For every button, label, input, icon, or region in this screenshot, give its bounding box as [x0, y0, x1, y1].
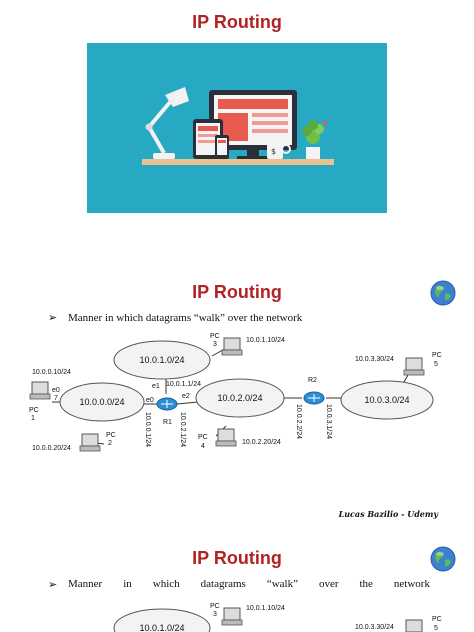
bullet-arrow-icon: ➢ — [48, 312, 58, 324]
word: datagrams — [200, 578, 246, 590]
pc-label-4-b: 4 — [201, 443, 205, 450]
pc-label-3-a: PC — [210, 333, 220, 340]
network-label-1: 10.0.1.0/24 — [139, 355, 184, 365]
pc-icon-1 — [29, 381, 51, 400]
addr-pc2: 10.0.0.20/24 — [32, 445, 71, 452]
pc-label-3-b: 3 — [213, 611, 217, 618]
word: network — [393, 578, 430, 590]
network-diagram-partial: 10.0.1.0/24 PC 3 10.0.1.10/24 PC 5 10.0.… — [113, 603, 442, 632]
network-diagram: 10.0.1.0/24 10.0.0.0/24 10.0.2.0/24 10.0… — [29, 333, 442, 452]
mug-icon: $ — [267, 141, 291, 159]
addr-pc3: 10.0.1.10/24 — [246, 337, 285, 344]
plant-icon — [302, 120, 327, 159]
slide-2-credit: Lucas Bazilio - Udemy — [338, 509, 438, 519]
pc-label-2-b: 2 — [108, 440, 112, 447]
slide-3: IP Routing ➢ Manner in which datagrams “… — [0, 532, 474, 632]
network-10-0-0-0 — [59, 382, 145, 422]
pc-label-5-b: 5 — [434, 625, 438, 632]
addr-r1-e2: 10.0.2.1/24 — [179, 412, 186, 447]
bullet-arrow-icon: ➢ — [48, 579, 58, 591]
network-10-0-3-0 — [340, 380, 434, 420]
slide-2: IP Routing ➢ Manner in which datagrams “w… — [0, 264, 474, 532]
word: over — [318, 578, 339, 590]
network-10-0-1-0 — [113, 608, 211, 632]
router-icon-r2 — [303, 391, 325, 405]
pc-label-1-b: 1 — [31, 415, 35, 422]
lamp-icon — [145, 87, 189, 159]
pc-label-5-a: PC — [432, 616, 442, 623]
slide-2-title: IP Routing — [192, 282, 282, 302]
phone-icon — [215, 135, 229, 159]
addr-pc3: 10.0.1.10/24 — [246, 605, 285, 612]
slide-3-title: IP Routing — [192, 548, 282, 568]
hero-illustration: $ — [87, 43, 387, 213]
pc-icon-3 — [221, 607, 243, 626]
word: Manner — [68, 578, 103, 590]
addr-pc5: 10.0.3.30/24 — [355, 356, 394, 363]
pc-label-5-b: 5 — [434, 361, 438, 368]
router-label-r2: R2 — [308, 377, 317, 384]
word: in — [123, 578, 132, 590]
slide-1-title: IP Routing — [192, 12, 282, 32]
pc-label-1-a: PC — [29, 407, 39, 414]
network-label-0: 10.0.0.0/24 — [79, 397, 124, 407]
iface-r1-e0: e0 — [146, 397, 154, 404]
network-10-0-2-0 — [195, 378, 285, 418]
network-label-1: 10.0.1.0/24 — [139, 623, 184, 632]
desk-scene: $ — [142, 87, 334, 165]
addr-r2-right: 10.0.3.1/24 — [325, 404, 332, 439]
addr-pc5: 10.0.3.30/24 — [355, 624, 394, 631]
svg-text:$: $ — [271, 147, 276, 156]
network-10-0-1-0 — [113, 340, 211, 380]
iface-pc1-num: 7 — [54, 395, 58, 402]
globe-icon — [430, 546, 456, 572]
pc-icon-2 — [79, 433, 101, 452]
router-label-r1: R1 — [163, 419, 172, 426]
addr-r1-e1: 10.0.1.1/24 — [166, 381, 201, 388]
pc-icon-5 — [405, 619, 423, 632]
slide-2-bullet: ➢ Manner in which datagrams “walk” over t… — [48, 311, 302, 324]
word: “walk” — [266, 578, 298, 590]
pc-label-3-b: 3 — [213, 341, 217, 348]
router-icon-r1 — [156, 397, 178, 411]
slide-3-bullet: ➢ — [48, 578, 68, 591]
slide-1: IP Routing — [0, 0, 474, 232]
iface-r1-e1: e1 — [152, 383, 160, 390]
addr-pc4: 10.0.2.20/24 — [242, 439, 281, 446]
pc-icon-4 — [215, 428, 237, 447]
slide-3-bullet-words: Manner in which datagrams “walk” over th… — [68, 578, 430, 590]
iface-r1-e2: e2 — [182, 393, 190, 400]
word: the — [359, 578, 373, 590]
pc-label-4-a: PC — [198, 434, 208, 441]
pc-icon-5 — [403, 357, 425, 376]
pc-label-3-a: PC — [210, 603, 220, 610]
globe-icon — [430, 280, 456, 306]
pc-icon-3 — [221, 337, 243, 356]
pc-label-2-a: PC — [106, 432, 116, 439]
pc-label-5-a: PC — [432, 352, 442, 359]
addr-pc1: 10.0.0.10/24 — [32, 369, 71, 376]
monitor-icon — [209, 90, 297, 159]
network-label-2: 10.0.2.0/24 — [217, 393, 262, 403]
desk-top — [142, 159, 334, 165]
bullet-text: Manner in which datagrams “walk” over th… — [68, 312, 303, 324]
addr-r2-left: 10.0.2.2/24 — [295, 404, 302, 439]
iface-pc1-e0: e0 — [52, 387, 60, 394]
addr-r1-e0: 10.0.0.1/24 — [144, 412, 151, 447]
network-label-3: 10.0.3.0/24 — [364, 395, 409, 405]
word: which — [152, 578, 180, 590]
